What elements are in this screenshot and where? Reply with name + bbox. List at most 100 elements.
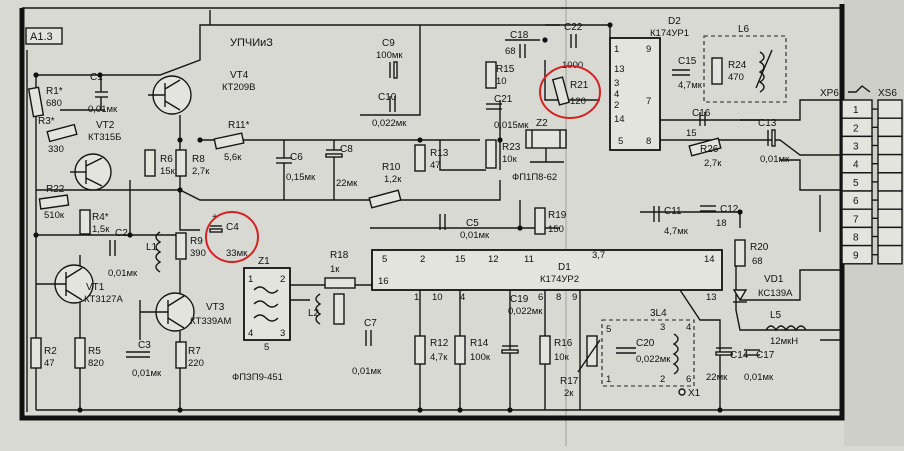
capacitor-c6: C6 0,15мк [276, 140, 316, 200]
svg-text:8: 8 [646, 136, 651, 147]
svg-text:C12: C12 [720, 204, 739, 215]
svg-text:C6: C6 [290, 152, 303, 163]
svg-text:R19: R19 [548, 210, 567, 221]
svg-text:КТ315Б: КТ315Б [88, 132, 121, 143]
resistor-r11: R11* 5,6к [213, 120, 250, 163]
svg-text:10: 10 [496, 76, 507, 87]
svg-text:5: 5 [618, 136, 623, 147]
svg-text:1: 1 [606, 374, 611, 385]
capacitor-c2: C2 0,01мк [108, 228, 138, 279]
svg-text:5: 5 [606, 324, 611, 335]
resistor-r22: R22 510к [38, 184, 70, 221]
xs6-pin-cell [877, 208, 903, 229]
svg-text:R5: R5 [88, 346, 101, 357]
svg-text:7: 7 [646, 96, 651, 107]
svg-text:VT1: VT1 [86, 282, 105, 293]
resistor-r17: R17 2к [560, 335, 601, 399]
resistor-r20: R20 68 [734, 239, 769, 267]
svg-text:1: 1 [414, 292, 419, 303]
svg-text:68: 68 [752, 256, 763, 267]
svg-text:4: 4 [460, 292, 465, 303]
svg-text:C3: C3 [138, 340, 151, 351]
connector-pin-number: 8 [853, 233, 859, 244]
connector-pin-number: 5 [853, 178, 859, 189]
svg-text:C18: C18 [510, 30, 529, 41]
svg-text:C16: C16 [692, 108, 711, 119]
svg-text:1: 1 [614, 44, 619, 55]
svg-text:L5: L5 [770, 310, 782, 321]
capacitor-c9: C9 100мк [376, 38, 403, 79]
capacitor-c19: C18 68 [505, 30, 529, 58]
svg-text:5: 5 [264, 342, 269, 353]
svg-text:680: 680 [46, 98, 62, 109]
svg-text:1,5к: 1,5к [92, 224, 110, 235]
svg-text:2: 2 [614, 100, 619, 111]
svg-text:C8: C8 [340, 144, 353, 155]
svg-text:К174УР1: К174УР1 [650, 28, 689, 39]
board-label: A1.3 [30, 31, 53, 43]
xs6-pin-cell [877, 226, 903, 247]
filter-z2: Z2 ФП1П8-62 [512, 118, 567, 183]
svg-text:3: 3 [280, 328, 285, 339]
resistor-r19: R19 150 [534, 207, 567, 235]
svg-text:2к: 2к [564, 388, 574, 399]
svg-text:0,022мк: 0,022мк [508, 306, 543, 317]
resistor-r18: R26 2,7к [688, 137, 722, 169]
svg-text:820: 820 [88, 358, 104, 369]
svg-text:VT2: VT2 [96, 120, 115, 131]
svg-text:L1: L1 [146, 242, 158, 253]
svg-text:D2: D2 [668, 16, 681, 27]
l6-assembly: R24 470 L6 [703, 24, 787, 103]
resistor-r9: R9 390 [175, 232, 206, 260]
connector-pin-number: 9 [853, 251, 859, 262]
wiring [35, 10, 840, 411]
svg-text:1: 1 [248, 274, 253, 285]
svg-text:R15: R15 [496, 64, 515, 75]
svg-text:XS6: XS6 [878, 88, 897, 99]
resistor-r8: R8 2,7к [175, 149, 210, 177]
svg-text:Z1: Z1 [258, 256, 270, 267]
xs6-pin-cell [877, 117, 903, 138]
resistor-r21: R23 10к [485, 139, 521, 169]
capacitor-c21: C16 15 [686, 108, 711, 139]
svg-text:9: 9 [572, 292, 577, 303]
svg-text:120: 120 [570, 96, 586, 107]
svg-text:4,7мк: 4,7мк [664, 226, 689, 237]
svg-text:8: 8 [556, 292, 561, 303]
capacitor-c10: C10 0,022мк [372, 92, 407, 129]
xs6-pin-cell [877, 153, 903, 174]
svg-text:12мкН: 12мкН [770, 336, 798, 347]
svg-text:18: 18 [716, 218, 727, 229]
svg-text:R22: R22 [46, 184, 65, 195]
svg-text:10: 10 [432, 292, 443, 303]
svg-text:10к: 10к [554, 352, 570, 363]
highlight-r24 [539, 65, 601, 119]
svg-text:47: 47 [44, 358, 55, 369]
svg-text:0,01мк: 0,01мк [352, 366, 382, 377]
svg-text:68: 68 [505, 46, 516, 57]
svg-text:R26: R26 [700, 144, 719, 155]
svg-text:0,015мк: 0,015мк [494, 120, 529, 131]
svg-text:2: 2 [420, 254, 425, 265]
svg-text:4: 4 [686, 322, 691, 333]
highlight-c4 [205, 211, 259, 263]
connector-pin-number: 2 [853, 123, 859, 134]
svg-text:0,01мк: 0,01мк [88, 104, 118, 115]
transistor-vt4: VT4 КТ209В [148, 70, 256, 115]
svg-text:4: 4 [614, 89, 619, 100]
connector-pin-number: 3 [853, 142, 859, 153]
svg-text:150: 150 [548, 224, 564, 235]
svg-text:R17: R17 [560, 376, 579, 387]
transistor-vt2: VT2 КТ315Б [70, 120, 121, 191]
svg-text:R16: R16 [554, 338, 573, 349]
svg-text:1к: 1к [330, 264, 340, 275]
svg-text:0,022мк: 0,022мк [636, 354, 671, 365]
capacitor-c22: C15 4,7мк [672, 56, 703, 91]
svg-text:0,01мк: 0,01мк [760, 154, 790, 165]
svg-text:R21: R21 [570, 80, 589, 91]
resistor-r6: R6 15к [144, 149, 176, 177]
svg-text:R24: R24 [728, 60, 747, 71]
svg-text:22мк: 22мк [336, 178, 358, 189]
capacitor-c17: C17 0,01мк [744, 349, 775, 383]
resistor-r4: R4* 1,5к [79, 209, 110, 235]
